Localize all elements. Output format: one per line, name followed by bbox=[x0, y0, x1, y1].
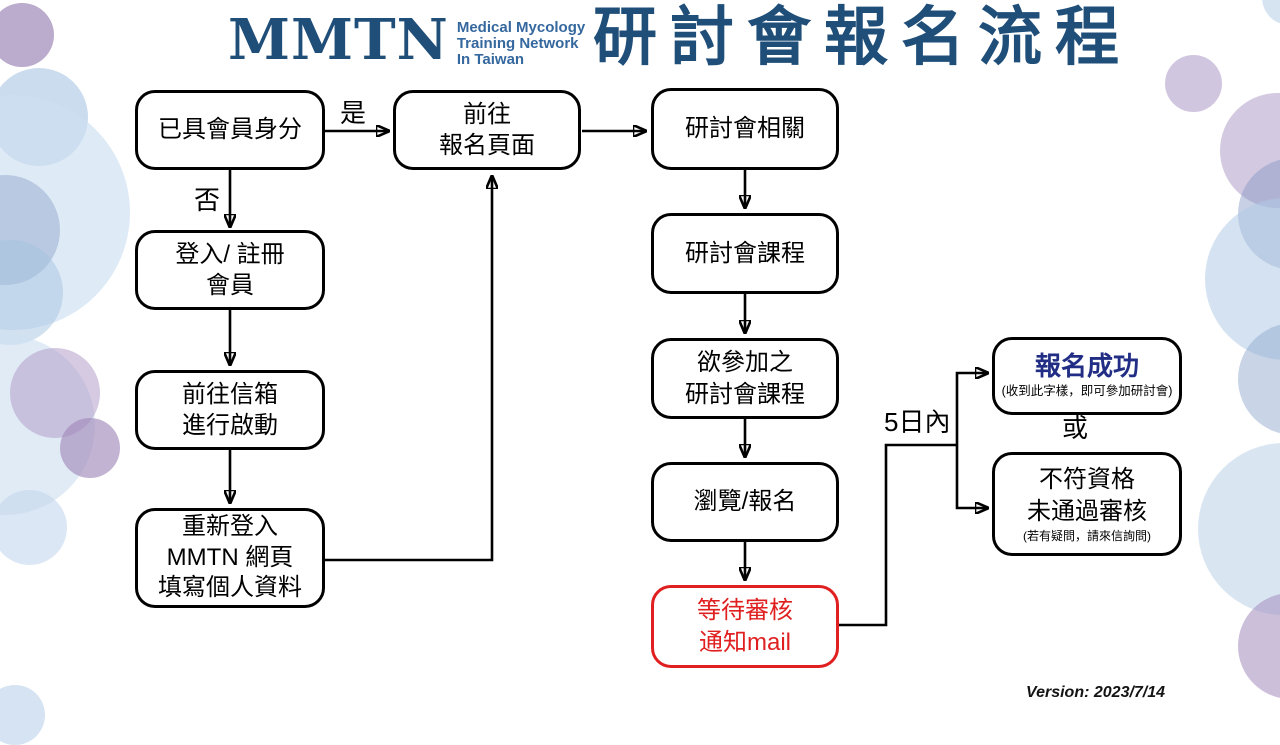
flow-node-seminar-courses: 研討會課程 bbox=[651, 213, 839, 294]
node-text-line: 前往信箱 bbox=[182, 380, 278, 408]
decorative-circle bbox=[1165, 55, 1222, 112]
edge-label-or: 或 bbox=[1062, 413, 1089, 443]
edge-label-no: 否 bbox=[194, 185, 221, 215]
flow-node-browse-register: 瀏覽/報名 bbox=[651, 462, 839, 542]
node-text-line: 報名成功 bbox=[1034, 351, 1139, 382]
node-text-line: 研討會相關 bbox=[685, 115, 805, 143]
node-text-line: 等待審核 bbox=[697, 597, 793, 625]
node-text-line: 不符資格 bbox=[1039, 466, 1135, 494]
edge-label-yes: 是 bbox=[340, 98, 367, 128]
node-text-line: 前往 bbox=[463, 100, 511, 128]
node-text-line: 已具會員身分 bbox=[158, 116, 302, 144]
node-text-line: 進行啟動 bbox=[182, 412, 278, 439]
node-text-line: 研討會課程 bbox=[685, 239, 805, 267]
node-text-line: 未通過審核 bbox=[1027, 497, 1147, 525]
node-text-line: 填寫個人資料 bbox=[158, 574, 302, 602]
node-text-line: 瀏覽/報名 bbox=[693, 488, 797, 516]
flow-node-mailbox-activate: 前往信箱 進行啟動 bbox=[135, 370, 325, 450]
node-text-line: 通知mail bbox=[698, 628, 791, 656]
node-text-line: MMTN 網頁 bbox=[166, 543, 294, 571]
logo-subtitle: Medical Mycology Training Network In Tai… bbox=[456, 19, 586, 69]
flow-node-member-status: 已具會員身分 bbox=[135, 90, 325, 170]
flow-node-register-success: 報名成功 (收到此字樣，即可參加研討會) bbox=[992, 337, 1182, 415]
node-text-line: 欲參加之 bbox=[697, 349, 793, 377]
flow-node-not-qualified: 不符資格 未通過審核 (若有疑問，請來信詢問) bbox=[992, 452, 1182, 556]
flow-node-seminar-related: 研討會相關 bbox=[651, 88, 839, 170]
decorative-circle bbox=[0, 3, 54, 67]
flow-node-login-register: 登入/ 註冊 會員 bbox=[135, 230, 325, 310]
logo-subtitle-line: In Taiwan bbox=[456, 51, 525, 69]
decorative-circle bbox=[1238, 593, 1280, 699]
mmtn-logo: MMTN Medical Mycology Training Network I… bbox=[228, 12, 585, 68]
node-note: (若有疑問，請來信詢問) bbox=[1023, 528, 1151, 543]
decorative-circle bbox=[0, 685, 45, 745]
flow-node-desired-course: 欲參加之 研討會課程 bbox=[651, 338, 839, 419]
page-title: 研討會報名流程 bbox=[593, 1, 1132, 73]
decorative-circle bbox=[0, 490, 67, 565]
node-note: (收到此字樣，即可參加研討會) bbox=[1001, 384, 1173, 399]
node-text-line: 重新登入 bbox=[182, 512, 278, 540]
flow-node-wait-review-mail: 等待審核 通知mail bbox=[651, 585, 839, 668]
flow-node-go-register-page: 前往 報名頁面 bbox=[393, 90, 581, 170]
node-text-line: 登入/ 註冊 bbox=[175, 240, 285, 268]
decorative-circle bbox=[1262, 0, 1280, 25]
edge-label-within-days: 5日內 bbox=[884, 407, 951, 437]
version-label: Version: 2023/7/14 bbox=[1026, 684, 1166, 701]
logo-wordmark: MMTN bbox=[228, 7, 449, 73]
logo-subtitle-line: Training Network bbox=[456, 35, 579, 53]
node-text-line: 會員 bbox=[206, 272, 254, 299]
decorative-circle bbox=[1198, 443, 1280, 615]
node-text-line: 研討會課程 bbox=[685, 380, 805, 408]
logo-subtitle-line: Medical Mycology bbox=[456, 19, 586, 36]
decorative-circle bbox=[60, 418, 120, 478]
node-text-line: 報名頁面 bbox=[439, 132, 535, 159]
flow-node-relogin-fill-profile: 重新登入 MMTN 網頁 填寫個人資料 bbox=[135, 508, 325, 608]
